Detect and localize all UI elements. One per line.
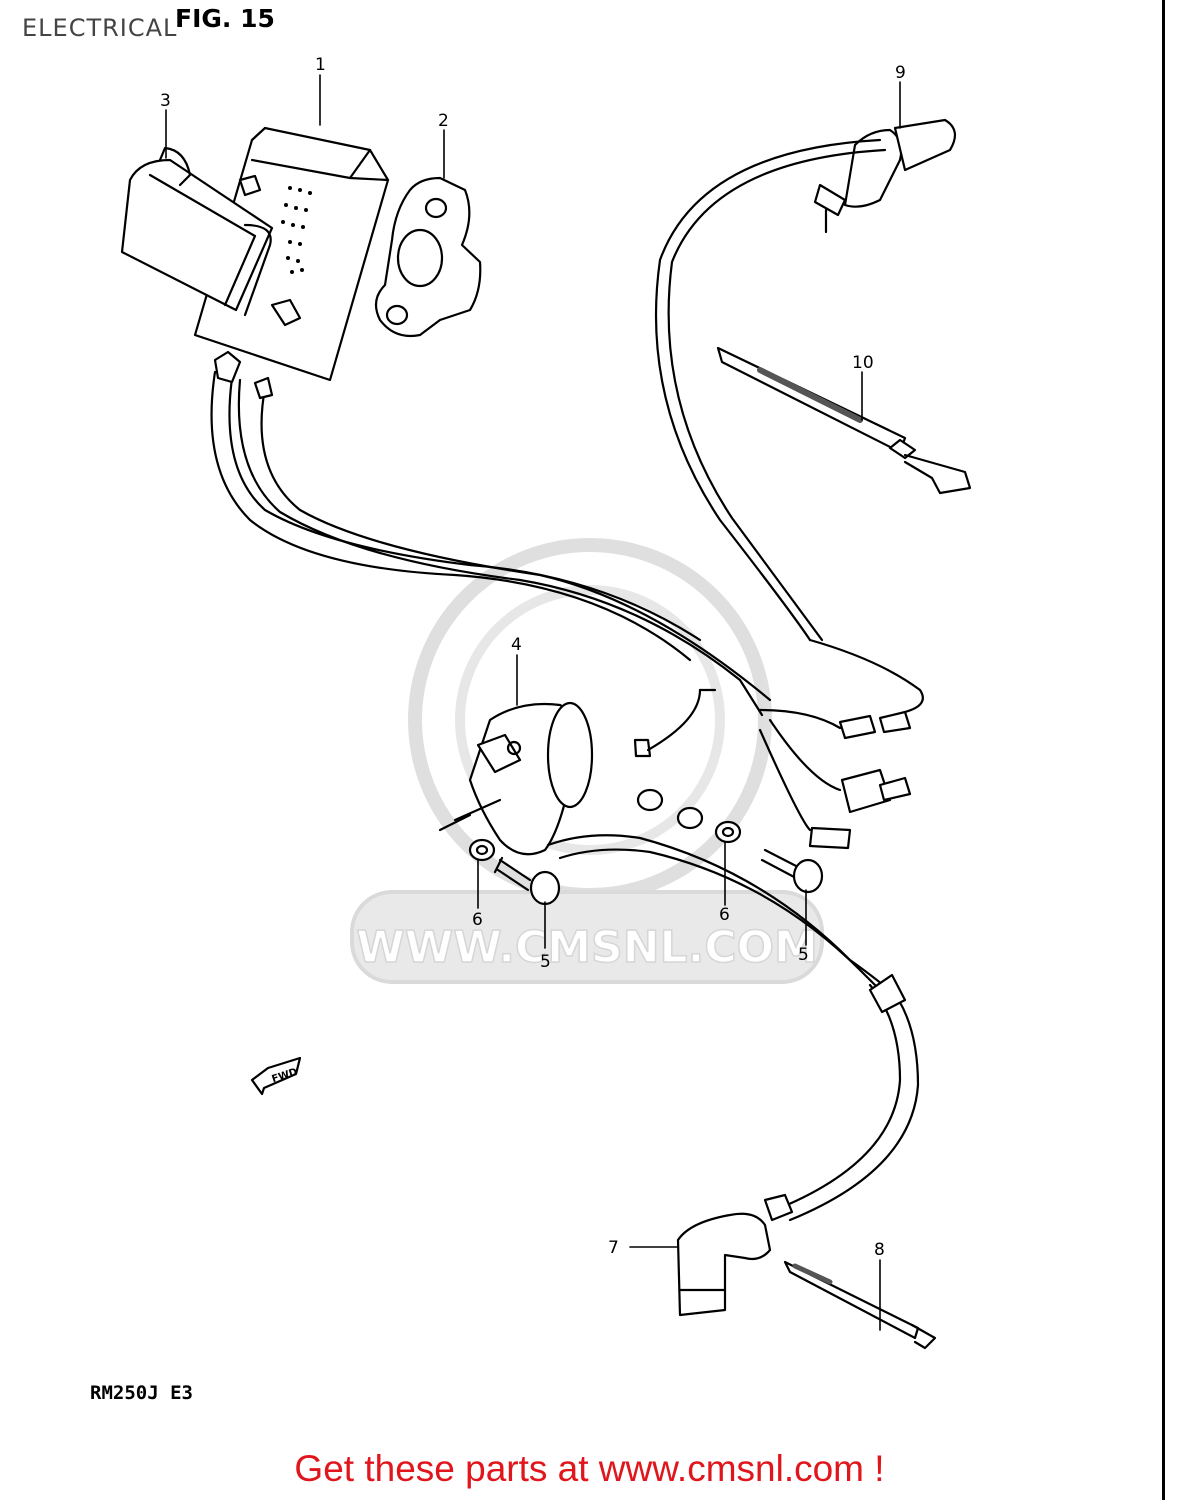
callouts: 1 2 3 4 6 5 6 5 7 8 9 10 xyxy=(160,55,906,1260)
callout-7: 7 xyxy=(608,1238,619,1258)
footer-shop-link[interactable]: Get these parts at www.cmsnl.com ! xyxy=(294,1448,885,1489)
callout-4: 4 xyxy=(511,635,522,655)
ht-lead xyxy=(778,973,920,1222)
cdi-unit xyxy=(193,126,390,382)
callout-3: 3 xyxy=(160,91,171,111)
page-border-right xyxy=(1162,0,1165,1500)
callout-5b: 5 xyxy=(798,945,809,965)
watermark-text: WWW.CMSNL.COM xyxy=(356,922,818,973)
fwd-arrow xyxy=(250,1056,302,1096)
kill-switch xyxy=(654,118,957,642)
cable-tie-long xyxy=(716,346,972,495)
callout-8: 8 xyxy=(874,1240,885,1260)
fasteners xyxy=(468,788,824,906)
callout-1: 1 xyxy=(315,55,326,75)
callout-10: 10 xyxy=(852,353,874,373)
callout-2: 2 xyxy=(438,111,449,131)
mounting-bracket xyxy=(374,176,482,338)
model-code: RM250J E3 xyxy=(90,1382,193,1404)
callout-6a: 6 xyxy=(472,910,483,930)
cdi-harness xyxy=(210,350,772,717)
section-title: ELECTRICAL xyxy=(22,14,178,42)
callout-9: 9 xyxy=(895,63,906,83)
leader-lines xyxy=(165,74,901,1331)
callout-6b: 6 xyxy=(719,905,730,925)
clamp-band xyxy=(120,146,274,317)
plug-cap xyxy=(676,1193,794,1317)
callout-5a: 5 xyxy=(540,952,551,972)
ignition-coil xyxy=(438,688,902,1007)
cable-tie-short xyxy=(783,1260,937,1350)
figure-label: FIG. 15 xyxy=(175,4,275,33)
harness-connectors xyxy=(698,638,924,850)
